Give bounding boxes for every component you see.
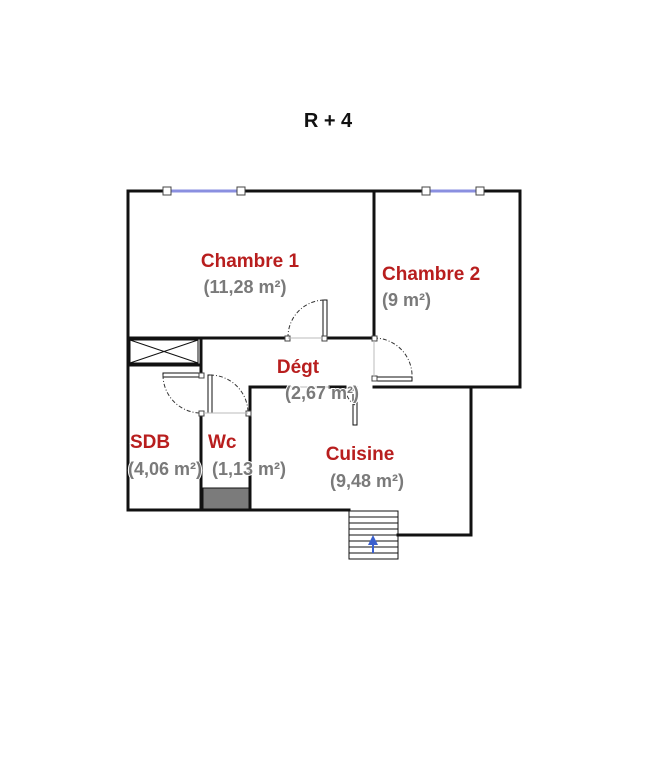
staircase [348,510,399,560]
room-chambre-2: Chambre 2 (9 m²) [381,263,481,311]
room-degt: Dégt (2,67 m²) [276,356,360,404]
door-wc [207,374,252,417]
door-chambre-2 [371,335,413,382]
room-area: (9 m²) [382,290,431,310]
stair-arrowhead-icon [368,535,378,545]
window-chambre-2 [421,186,485,196]
wc-block [202,487,250,510]
cupboard [129,339,199,364]
door-sdb [162,372,205,417]
walls [126,189,522,537]
room-area: (2,67 m²) [285,383,359,403]
room-wc: Wc (1,13 m²) [207,431,287,480]
room-name: Cuisine [326,444,395,465]
door-chambre-1 [284,299,328,342]
room-name: Chambre 2 [382,264,480,285]
room-name: SDB [130,432,170,453]
door-cuisine [344,386,358,426]
room-sdb: SDB (4,06 m²) [127,431,203,480]
room-area: (4,06 m²) [128,459,202,479]
room-cuisine: Cuisine (9,48 m²) [325,443,405,492]
plan-title: R + 4 [304,110,353,132]
room-area: (1,13 m²) [212,459,286,479]
room-name: Chambre 1 [201,251,300,272]
window-chambre-1 [162,186,246,196]
room-chambre-1: Chambre 1 (11,28 m²) [200,250,301,298]
room-name: Wc [208,432,237,453]
openings [204,337,375,414]
room-area: (9,48 m²) [330,471,404,491]
room-name: Dégt [277,357,320,378]
room-area: (11,28 m²) [203,277,286,297]
